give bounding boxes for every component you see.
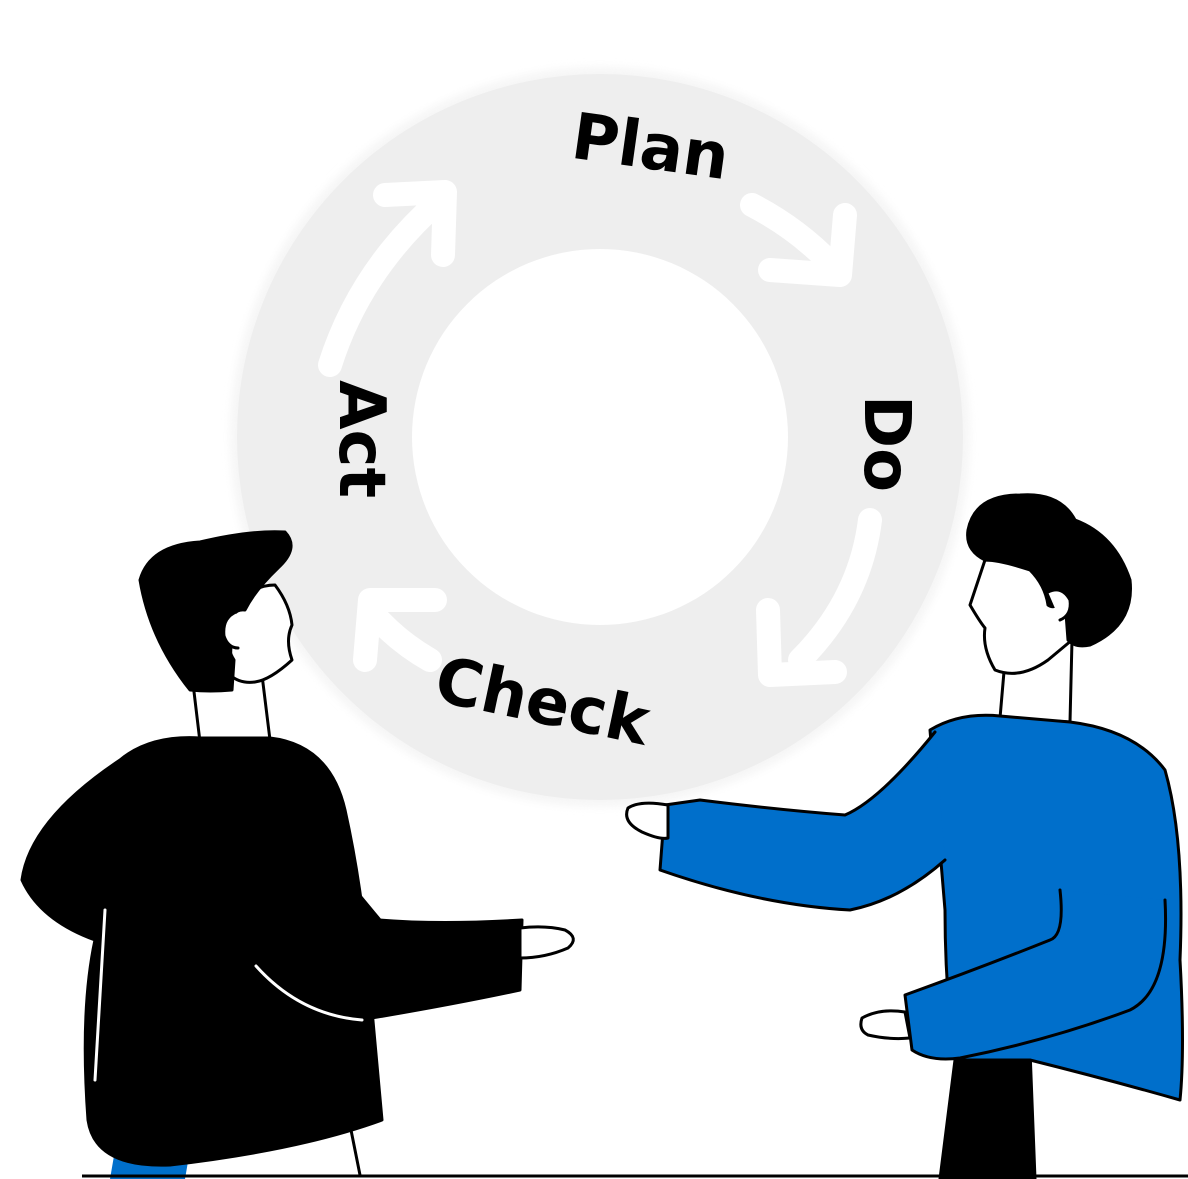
left-person-back-seam — [93, 908, 107, 1082]
arrow-head-do-to-check — [756, 598, 847, 687]
cycle-ring-hole — [412, 249, 788, 625]
left-person-torso — [20, 736, 384, 1167]
right-person-lower-hand — [859, 1009, 912, 1041]
left-person-hair — [138, 530, 293, 693]
arrow-icon-do-to-check — [788, 508, 882, 672]
cycle-label-do: Do — [849, 395, 923, 492]
arrow-head-plan-to-do — [758, 203, 857, 287]
left-person-hand — [518, 925, 575, 960]
pdca-cycle: Plan Do Check Act — [230, 67, 970, 807]
cycle-label-act: Act — [324, 380, 398, 498]
right-person-ear — [1046, 588, 1072, 622]
right-person-hair — [966, 493, 1132, 648]
arrow-head-check-to-act — [353, 588, 447, 672]
arrow-icon-plan-to-do — [740, 193, 847, 280]
left-person-ear — [222, 610, 240, 650]
left-person-arm-seam — [254, 964, 364, 1022]
person-dark-sweater-icon — [20, 530, 575, 1179]
arrow-head-act-to-plan — [373, 180, 457, 267]
arrow-icon-act-to-plan — [318, 188, 452, 377]
left-person-arm — [253, 818, 524, 1022]
right-person-pants — [938, 1048, 1037, 1179]
left-person-hip-line — [348, 1123, 362, 1177]
person-blue-sweater-icon — [625, 493, 1184, 1179]
right-person-reaching-hand — [625, 801, 670, 840]
cycle-arrows — [318, 180, 882, 687]
right-person-lower-arm — [903, 888, 1168, 1061]
